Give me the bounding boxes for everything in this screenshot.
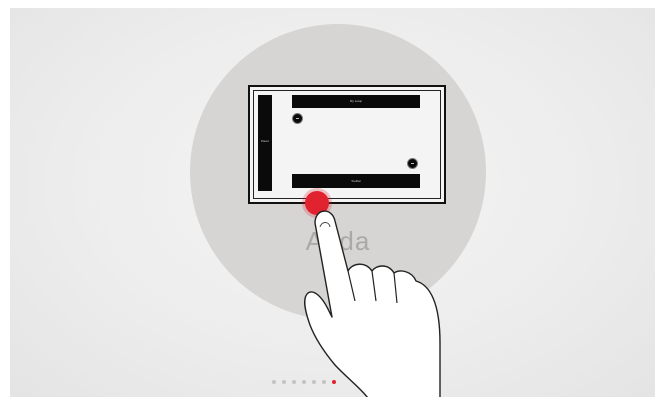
onboarding-screen: Panel My setup Toolbar Anda [10, 8, 655, 397]
side-panel-label: Panel [261, 139, 269, 143]
page-dot[interactable] [332, 380, 336, 384]
page-dot[interactable] [322, 380, 326, 384]
page-dot[interactable] [302, 380, 306, 384]
top-bar: My setup [292, 95, 420, 108]
side-panel: Panel [258, 95, 272, 191]
bottom-knob [407, 158, 418, 169]
page-dot[interactable] [272, 380, 276, 384]
page-dot[interactable] [292, 380, 296, 384]
bottom-bar: Toolbar [292, 174, 420, 188]
page-dot[interactable] [282, 380, 286, 384]
hand-pointer-icon [280, 193, 460, 397]
layout-preview: Panel My setup Toolbar [248, 85, 446, 204]
top-knob [292, 113, 303, 124]
page-dot[interactable] [312, 380, 316, 384]
page-indicator[interactable] [272, 380, 336, 384]
